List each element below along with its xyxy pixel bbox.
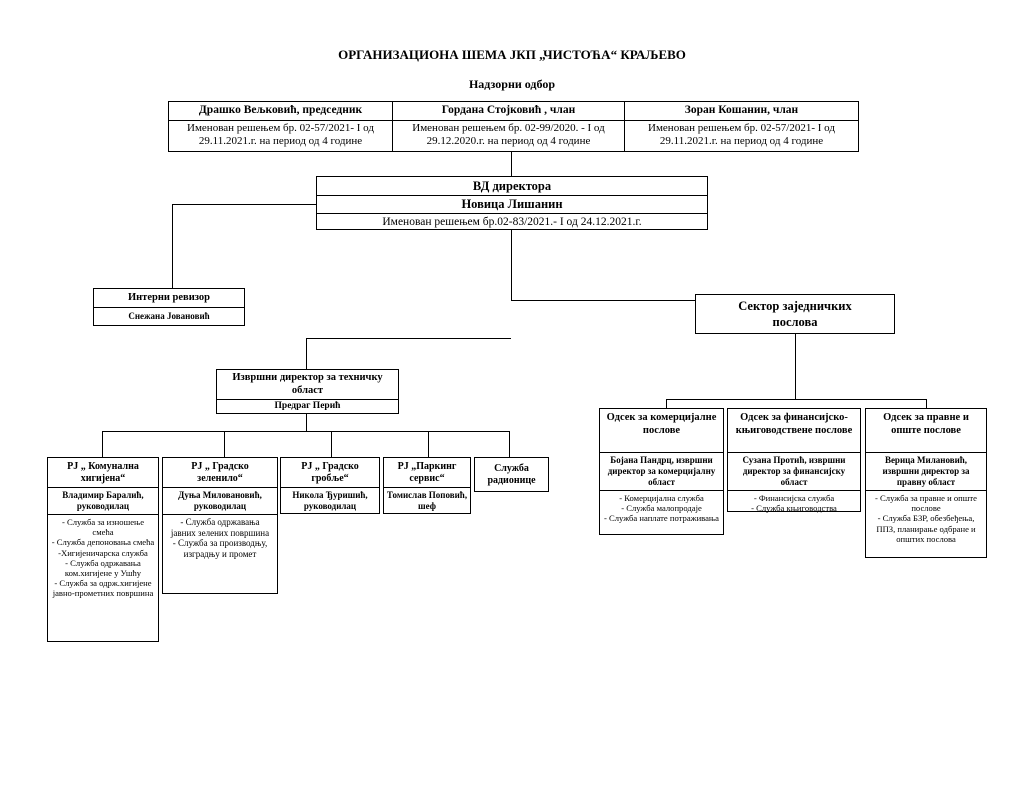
connector (428, 431, 429, 458)
service-item: - Служба депоновања смећа (51, 537, 155, 548)
unit-head: Томислав Поповић, шеф (384, 487, 470, 514)
unit-title: РЈ „ Градско гробље“ (301, 461, 359, 484)
unit-workshop-service: Служба радионице (474, 457, 549, 492)
connector (102, 431, 103, 458)
board-member: Зоран Кошанин, члан Именован решењем бр.… (625, 102, 858, 151)
dept-title: Одсек за правне и опште послове (883, 412, 969, 436)
supervisory-board-heading: Надзорни одбор (468, 77, 556, 91)
unit-head: Никола Ђуришић, руководилац (281, 487, 379, 514)
board-member-appointment: Именован решењем бр. 02-99/2020. - I од … (393, 120, 624, 149)
dept-title: Одсек за комерцијалне послове (606, 412, 717, 436)
connector (666, 399, 667, 409)
board-member-appointment: Именован решењем бр. 02-57/2021- I од 29… (169, 120, 392, 149)
dept-services-list: - Служба за правне и опште послове - Слу… (866, 490, 986, 546)
internal-auditor-title: Интерни ревизор (127, 292, 211, 303)
chart-title: ОРГАНИЗАЦИОНА ШЕМА ЈКП „ЧИСТОЋА“ КРАЉЕВО (338, 47, 686, 62)
supervisory-board-table: Драшко Вељковић, председник Именован реш… (168, 101, 859, 152)
service-item: - Служба БЗР, обезбеђења, ППЗ, планирање… (876, 513, 976, 544)
connector (511, 151, 512, 176)
technical-director-name: Предраг Перић (217, 399, 398, 413)
technical-director-title: Извршни директор за техничку област (232, 372, 383, 396)
connector (224, 431, 225, 458)
dept-services-list: - Финансијска служба - Служба књиговодст… (728, 490, 860, 515)
connector (306, 413, 307, 432)
director-title: ВД директора (472, 179, 552, 193)
unit-parking-service: РЈ „Паркинг сервис“ Томислав Поповић, ше… (383, 457, 471, 514)
connector (306, 338, 511, 339)
service-item: - Служба малопродаје (621, 503, 702, 514)
service-item: - Служба одржавања ком.хигијене у Ушћу (64, 557, 142, 579)
unit-title: РЈ „ Градско зеленило“ (191, 461, 249, 484)
director-name: Новица Лишанин (317, 195, 707, 213)
board-member-name: Драшко Вељковић, председник (198, 104, 363, 116)
unit-city-cemetery: РЈ „ Градско гробље“ Никола Ђуришић, рук… (280, 457, 380, 514)
connector (306, 338, 307, 370)
unit-communal-hygiene: РЈ „ Комунална хигијена“ Владимир Барали… (47, 457, 159, 642)
unit-city-greenery: РЈ „ Градско зеленило“ Дуња Миловановић,… (162, 457, 278, 594)
connector (795, 333, 796, 400)
dept-head: Верица Милановић, извршни директор за пр… (866, 452, 986, 490)
connector (511, 229, 512, 301)
unit-title: Служба радионице (487, 462, 536, 486)
board-member: Драшко Вељковић, председник Именован реш… (169, 102, 393, 151)
connector (926, 399, 927, 409)
service-item: - Служба наплате потраживања (604, 513, 719, 524)
connector (172, 204, 317, 205)
connector (666, 399, 927, 400)
dept-head: Бојана Пандрц, извршни директор за комер… (600, 452, 723, 490)
connector (102, 431, 510, 432)
unit-head: Дуња Миловановић, руководилац (163, 487, 277, 514)
director-appointment: Именован решењем бр.02-83/2021.- I од 24… (317, 213, 707, 230)
dept-finance: Одсек за финансијско-књиговодствене посл… (727, 408, 861, 515)
board-member: Гордана Стојковић , члан Именован решење… (393, 102, 625, 151)
service-item: - Служба за производњу, изградњу и проме… (172, 538, 268, 559)
connector (331, 431, 332, 458)
common-affairs-title: Сектор заједничких послова (738, 299, 852, 329)
service-item: - Служба одржавања јавних зелених површи… (170, 517, 270, 538)
internal-auditor-box: Интерни ревизор Снежана Јовановић (93, 288, 245, 326)
unit-services-list: - Служба за изношење смећа - Служба депо… (48, 514, 158, 601)
service-item: - Служба за одрж.хигијене јавно-прометни… (52, 578, 154, 599)
service-item: - Комерцијална служба (619, 493, 704, 503)
unit-title: РЈ „Паркинг сервис“ (397, 461, 457, 484)
service-item: - Служба за правне и опште послове (875, 493, 977, 514)
connector (172, 204, 173, 289)
dept-title: Одсек за финансијско-књиговодствене посл… (735, 412, 853, 436)
board-member-name: Гордана Стојковић , члан (441, 104, 576, 116)
unit-services-list: - Служба одржавања јавних зелених површи… (163, 514, 277, 561)
service-item: - Финансијска служба (753, 493, 835, 503)
connector (509, 431, 510, 458)
service-item: - Служба за изношење смећа (61, 517, 145, 538)
board-member-appointment: Именован решењем бр. 02-57/2021- I од 29… (625, 120, 858, 149)
service-item: -Хигијеничарска служба (58, 547, 148, 558)
common-affairs-box: Сектор заједничких послова (695, 294, 895, 334)
technical-director-box: Извршни директор за техничку област Пред… (216, 369, 399, 414)
board-member-name: Зоран Кошанин, члан (684, 104, 799, 116)
dept-head: Сузана Протић, извршни директор за финан… (728, 452, 860, 490)
unit-head: Владимир Баралић, руководилац (48, 487, 158, 514)
connector (511, 300, 696, 301)
service-item: - Служба књиговодства (751, 503, 837, 514)
unit-title: РЈ „ Комунална хигијена“ (67, 461, 139, 484)
dept-services-list: - Комерцијална служба - Служба малопрода… (600, 490, 723, 526)
internal-auditor-name: Снежана Јовановић (94, 307, 244, 325)
dept-legal: Одсек за правне и опште послове Верица М… (865, 408, 987, 558)
director-box: ВД директора Новица Лишанин Именован реш… (316, 176, 708, 230)
dept-commercial: Одсек за комерцијалне послове Бојана Пан… (599, 408, 724, 535)
